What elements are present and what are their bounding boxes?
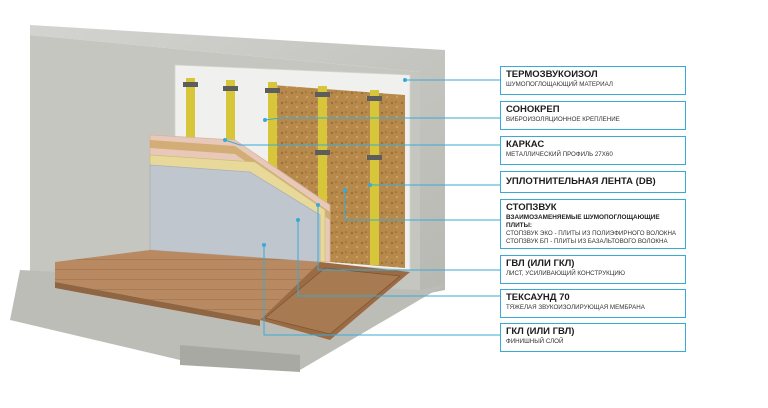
callout-subtitle: ШУМОПОГЛОЩАЮЩИЙ МАТЕРИАЛ bbox=[506, 81, 613, 88]
callout-gkl: ГКЛ (ИЛИ ГВЛ) ФИНИШНЫЙ СЛОЙ bbox=[500, 323, 686, 352]
callout-title: ГКЛ (ИЛИ ГВЛ) bbox=[506, 326, 575, 337]
leader-gvl bbox=[317, 205, 500, 271]
callout-subtitle: СТОПЗВУК БП - ПЛИТЫ ИЗ БАЗАЛЬТОВОГО ВОЛО… bbox=[506, 238, 668, 245]
callout-subtitle: ФИНИШНЫЙ СЛОЙ bbox=[506, 338, 564, 345]
callout-sonokrep: СОНОКРЕП ВИБРОИЗОЛЯЦИОННОЕ КРЕПЛЕНИЕ bbox=[500, 101, 686, 130]
callout-title: СТОПЗВУК bbox=[506, 202, 557, 213]
leader-dots bbox=[223, 78, 407, 247]
callout-stopzvuk: СТОПЗВУК ВЗАИМОЗАМЕНЯЕМЫЕ ШУМОПОГЛОЩАЮЩИ… bbox=[500, 199, 686, 249]
gkl-board bbox=[149, 164, 321, 263]
callout-title: КАРКАС bbox=[506, 139, 545, 150]
callout-subtitle-bold: ПЛИТЫ: bbox=[506, 222, 532, 229]
leader-gkl bbox=[263, 245, 500, 336]
callout-subtitle-bold: ВЗАИМОЗАМЕНЯЕМЫЕ ШУМОПОГЛОЩАЮЩИЕ bbox=[506, 214, 660, 221]
leader-stopzvuk bbox=[344, 190, 500, 221]
callout-karkas: КАРКАС МЕТАЛЛИЧЕСКИЙ ПРОФИЛЬ 27Х60 bbox=[500, 136, 686, 165]
wood-floor bbox=[55, 250, 320, 320]
callout-subtitle: СТОПЗВУК ЭКО - ПЛИТЫ ИЗ ПОЛИЭФИРНОГО ВОЛ… bbox=[506, 230, 677, 237]
leader-lines bbox=[224, 79, 500, 336]
sealing-tape bbox=[150, 140, 330, 220]
callout-title: ТЕРМОЗВУКОИЗОЛ bbox=[506, 69, 598, 80]
concrete-slab-front bbox=[180, 345, 300, 372]
callout-title: СОНОКРЕП bbox=[506, 104, 560, 115]
callout-title: УПЛОТНИТЕЛЬНАЯ ЛЕНТА (DB) bbox=[506, 176, 656, 187]
callout-termozvukoizol: ТЕРМОЗВУКОИЗОЛ ШУМОПОГЛОЩАЮЩИЙ МАТЕРИАЛ bbox=[500, 66, 686, 95]
callout-subtitle: ТЯЖЕЛАЯ ЗВУКОИЗОЛИРУЮЩАЯ МЕМБРАНА bbox=[506, 304, 645, 311]
leader-karkas bbox=[224, 139, 500, 146]
callout-title: ТЕКСАУНД 70 bbox=[506, 292, 570, 303]
callout-subtitle: МЕТАЛЛИЧЕСКИЙ ПРОФИЛЬ 27Х60 bbox=[506, 151, 613, 158]
callout-title: ГВЛ (ИЛИ ГКЛ) bbox=[506, 258, 575, 269]
callout-subtitle: ЛИСТ, УСИЛИВАЮЩИЙ КОНСТРУКЦИЮ bbox=[506, 270, 626, 277]
callout-gvl: ГВЛ (ИЛИ ГКЛ) ЛИСТ, УСИЛИВАЮЩИЙ КОНСТРУК… bbox=[500, 255, 686, 284]
callout-subtitle: ВИБРОИЗОЛЯЦИОННОЕ КРЕПЛЕНИЕ bbox=[506, 116, 620, 123]
wood-floor-edge bbox=[55, 282, 260, 326]
concrete-wall bbox=[30, 25, 445, 295]
callout-uplotnitelnaya-lenta: УПЛОТНИТЕЛЬНАЯ ЛЕНТА (DB) bbox=[500, 171, 686, 193]
leader-teksaund bbox=[297, 220, 500, 297]
leader-sonokrep bbox=[264, 117, 500, 121]
floor-underlay-2 bbox=[264, 267, 401, 335]
callout-teksaund: ТЕКСАУНД 70 ТЯЖЕЛАЯ ЗВУКОИЗОЛИРУЮЩАЯ МЕМ… bbox=[500, 289, 686, 318]
